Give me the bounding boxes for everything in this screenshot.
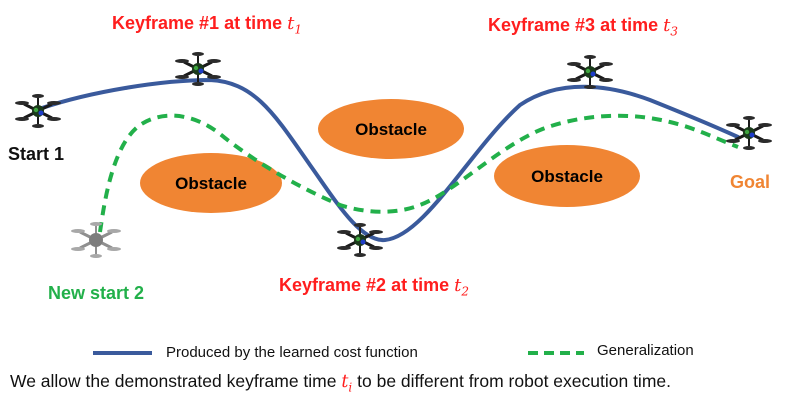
keyframe1-label: Keyframe #1 at time t1 [112,13,302,37]
new-start2-label: New start 2 [48,283,145,303]
svg-text:Obstacle: Obstacle [355,120,427,139]
figure-caption: We allow the demonstrated keyframe time … [10,371,671,395]
obstacle-middle: Obstacle [318,99,464,159]
svg-text:Obstacle: Obstacle [531,167,603,186]
obstacle-left: Obstacle [140,153,282,213]
keyframe2-label: Keyframe #2 at time t2 [279,275,469,299]
svg-text:Obstacle: Obstacle [175,174,247,193]
keyframe3-label: Keyframe #3 at time t3 [488,15,678,39]
obstacle-right: Obstacle [494,145,640,207]
legend-learned-text: Produced by the learned cost function [166,344,418,361]
learned-trajectory [40,77,740,243]
generalization-trajectory [98,113,739,233]
legend-generalization-text: Generalization [597,342,694,359]
drone-icon-start [13,92,63,130]
goal-label: Goal [730,172,771,192]
drone-icon-keyframe3 [565,53,615,91]
drone-icon-new-start [69,220,123,260]
start1-label: Start 1 [8,144,65,164]
